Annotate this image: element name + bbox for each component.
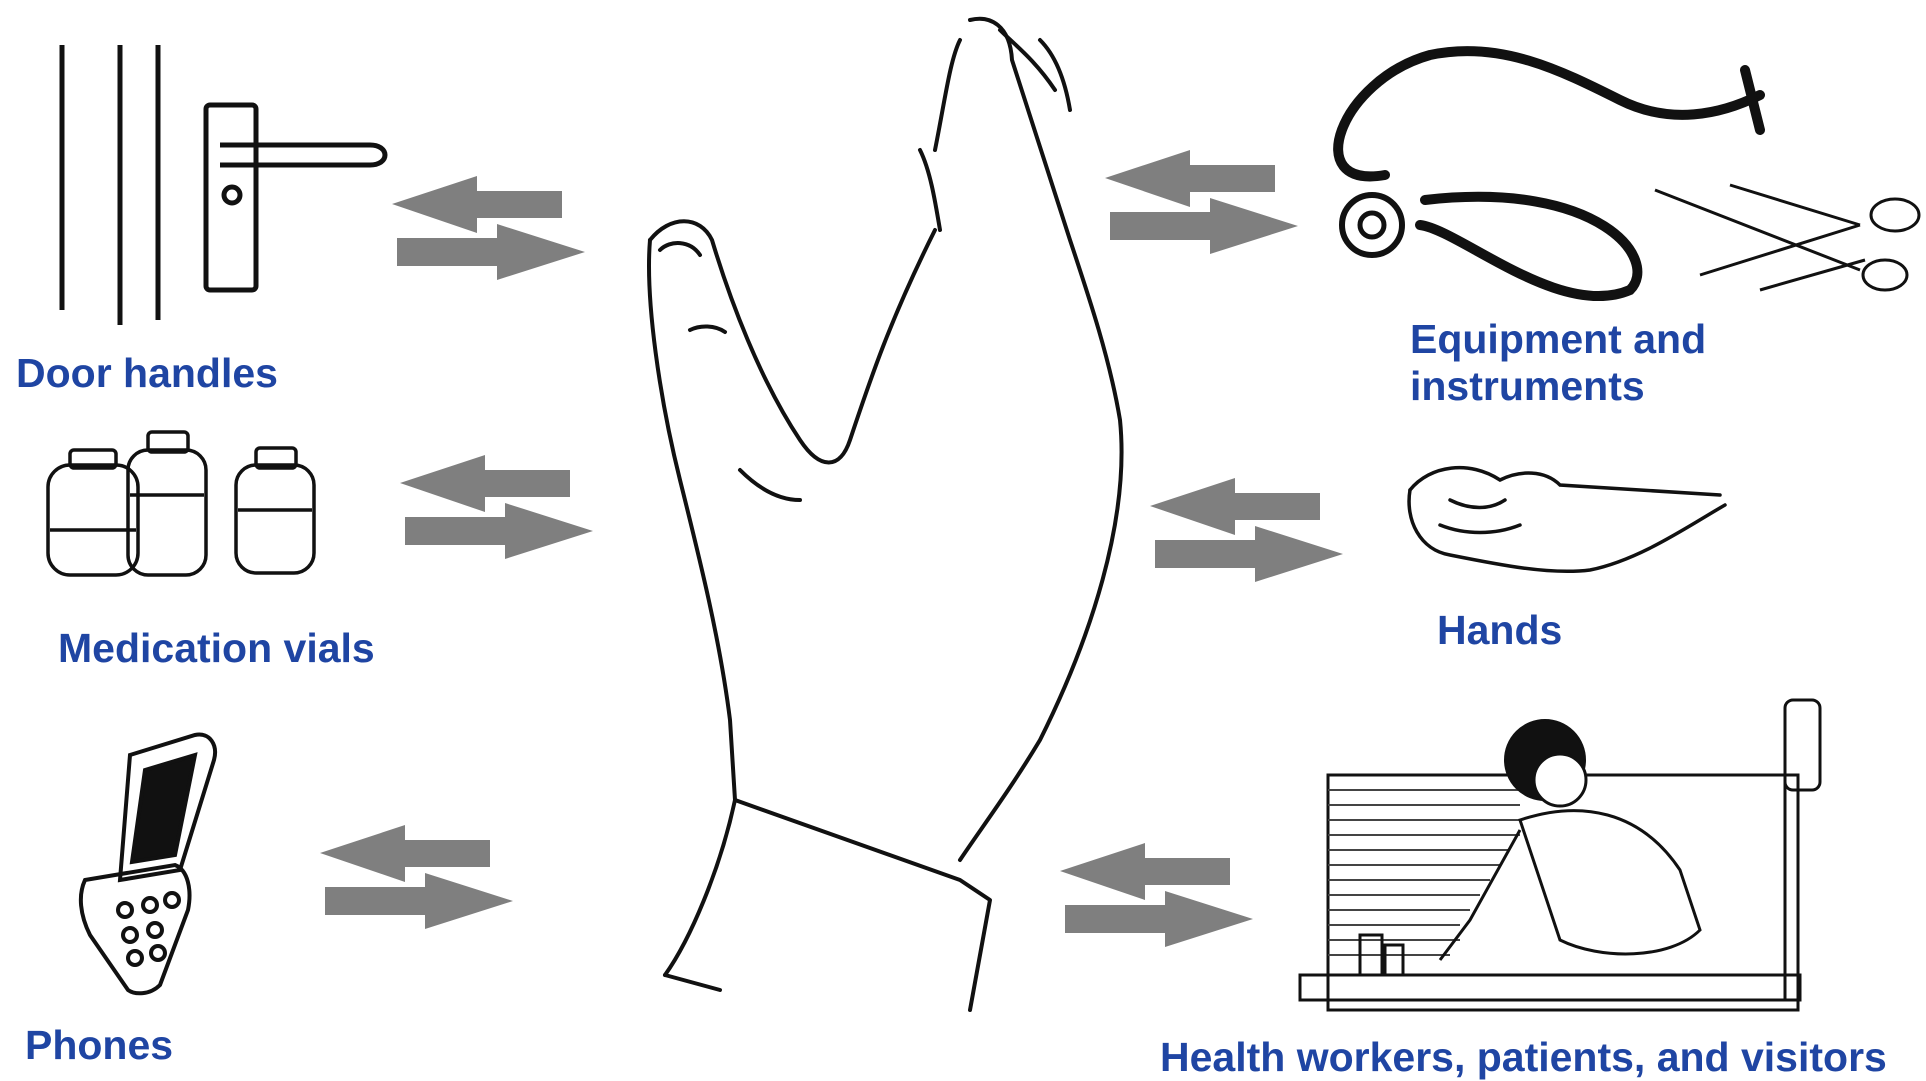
central-hand-icon bbox=[649, 19, 1122, 1010]
scissors-icon bbox=[1655, 185, 1919, 290]
bidirectional-arrow-icon bbox=[1150, 478, 1343, 582]
medication-vials-label: Medication vials bbox=[58, 625, 375, 672]
equipment-label-line1: Equipment and bbox=[1410, 316, 1706, 363]
hands-label: Hands bbox=[1437, 607, 1562, 654]
bidirectional-arrow-icon bbox=[392, 176, 585, 280]
health-workers-label: Health workers, patients, and visitors bbox=[1160, 1034, 1887, 1081]
equipment-label-line2: instruments bbox=[1410, 363, 1706, 410]
medication-vials-icon bbox=[48, 432, 314, 575]
phones-label: Phones bbox=[25, 1022, 173, 1069]
door-handle-icon bbox=[62, 45, 385, 325]
flip-phone-icon bbox=[81, 735, 215, 994]
health-worker-bed-icon bbox=[1300, 700, 1820, 1010]
equipment-instruments-label: Equipment and instruments bbox=[1410, 316, 1706, 410]
bidirectional-arrow-icon bbox=[1060, 843, 1253, 947]
stethoscope-icon bbox=[1338, 51, 1760, 296]
door-handles-label: Door handles bbox=[16, 350, 278, 397]
hand-icon bbox=[1409, 468, 1725, 572]
bidirectional-arrow-icon bbox=[1105, 150, 1298, 254]
bidirectional-arrow-icon bbox=[320, 825, 513, 929]
bidirectional-arrow-icon bbox=[400, 455, 593, 559]
